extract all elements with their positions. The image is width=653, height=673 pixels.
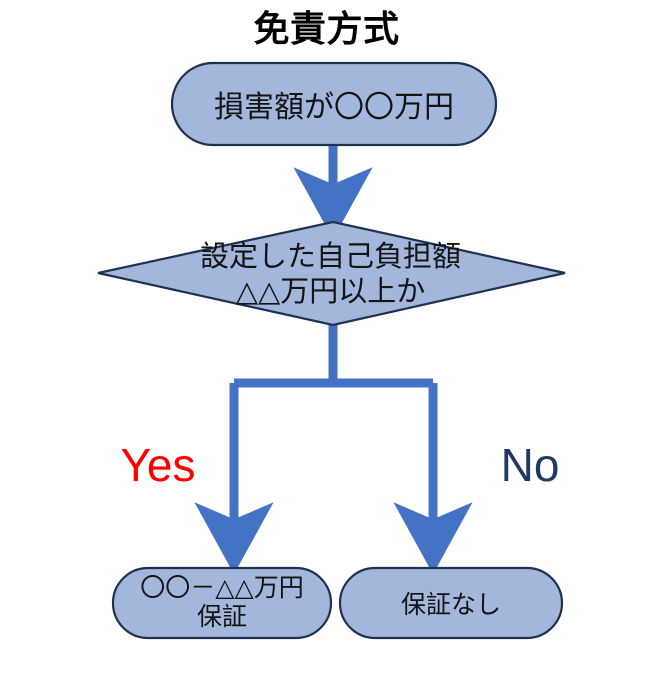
node-start[interactable] xyxy=(170,61,498,147)
node-decision[interactable] xyxy=(97,220,566,327)
node-outcome-yes[interactable] xyxy=(111,566,333,640)
connector-decision-branch xyxy=(194,325,473,575)
node-outcome-no[interactable] xyxy=(338,566,564,640)
